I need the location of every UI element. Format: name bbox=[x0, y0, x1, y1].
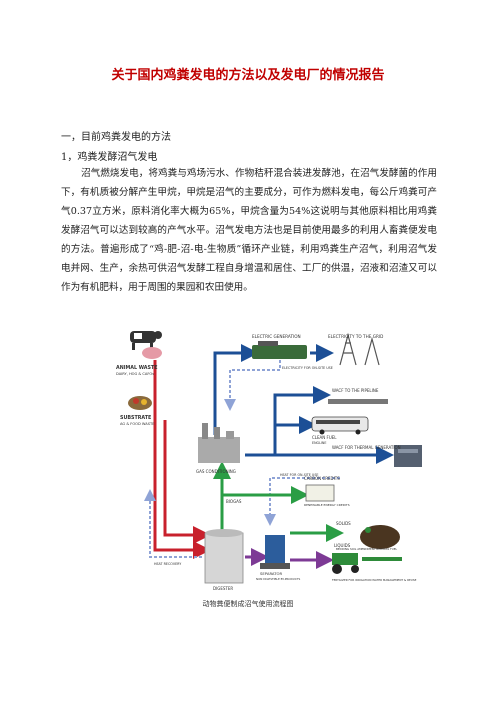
gas-to-generator-line bbox=[213, 344, 259, 435]
pipeline-icon bbox=[328, 399, 388, 404]
solids-pile-icon bbox=[360, 525, 400, 549]
thermal-boiler-icon bbox=[394, 445, 422, 467]
pig-icon bbox=[142, 347, 162, 359]
biogas-label: BIOGAS bbox=[226, 499, 242, 504]
thermal-label: WACF FOR THERMAL GENERATION bbox=[332, 445, 401, 450]
generator-icon bbox=[252, 341, 307, 359]
cow-icon bbox=[130, 331, 162, 350]
liquids-sub-label: FERTILIZER FOR IRRIGATION WATER MANAGEME… bbox=[332, 578, 417, 582]
animal-waste-label: ANIMAL WASTE bbox=[116, 365, 158, 371]
carbon-credits-label: CARBON CREDITS bbox=[304, 476, 340, 481]
gas-conditioning-label: GAS CONDITIONING bbox=[196, 469, 236, 474]
digester-tank-icon bbox=[204, 529, 244, 584]
electricity-onsite-line bbox=[224, 360, 281, 411]
digester-label: DIGESTER bbox=[213, 586, 233, 591]
transmission-tower-icon bbox=[339, 332, 380, 366]
pipeline-label: WACF TO THE PIPELINE bbox=[332, 388, 379, 393]
substrate-sub-label: AG & FOOD WASTE bbox=[120, 422, 155, 426]
biogas-flow-diagram: ANIMAL WASTE DAIRY, HOG & CAFOs SUBSTRAT… bbox=[116, 331, 422, 591]
heat-onsite-line bbox=[264, 477, 340, 526]
food-waste-icon bbox=[128, 396, 152, 410]
clean-fuel-label: CLEAN FUEL bbox=[312, 435, 337, 440]
separator-sub-label: NON DIGESTIBLE BY-PRODUCTS bbox=[256, 577, 300, 581]
separator-icon bbox=[260, 535, 290, 569]
waste-flow-line bbox=[153, 360, 211, 559]
solids-label: SOLIDS bbox=[336, 521, 351, 526]
subsection-heading: 1，鸡粪发酵沼气发电 bbox=[61, 152, 158, 163]
carbon-credits-icon bbox=[305, 484, 335, 502]
section-heading: 一，目前鸡粪发电的方法 bbox=[61, 132, 171, 143]
heat-onsite-label: HEAT FOR ON-SITE USE bbox=[280, 473, 319, 477]
substrate-flow-line bbox=[163, 420, 211, 544]
liquids-label: LIQUIDS bbox=[334, 543, 351, 548]
substrate-label: SUBSTRATE bbox=[120, 415, 151, 421]
figure-caption: 动物粪便制成沼气使用流程图 bbox=[202, 600, 294, 608]
bus-icon bbox=[311, 416, 369, 435]
body-paragraph: 沼气燃烧发电，将鸡粪与鸡场污水、作物秸秆混合装进发酵池，在沼气发酵菌的作用下，有… bbox=[61, 168, 437, 293]
solids-sub-label: BEDDING SOIL AMENDMENT BIOMASS FUEL bbox=[336, 547, 398, 551]
gas-conditioning-icon bbox=[198, 423, 240, 463]
heat-recovery-line bbox=[144, 489, 202, 558]
electricity-onsite-label: ELECTRICITY FOR ON-SITE USE bbox=[282, 366, 333, 370]
carbon-sub-label: RENEWABLE ENERGY CREDITS bbox=[304, 503, 350, 507]
electric-generation-label: ELECTRIC GENERATION bbox=[252, 334, 301, 339]
animal-waste-sub-label: DAIRY, HOG & CAFOs bbox=[116, 372, 154, 376]
electricity-grid-label: ELECTRICITY TO THE GRID bbox=[328, 334, 383, 339]
heat-recovery-label: HEAT RECOVERY bbox=[154, 562, 182, 566]
tractor-icon bbox=[332, 553, 402, 574]
clean-fuel-sub-label: ENGLINE bbox=[312, 441, 326, 445]
page-title: 关于国内鸡粪发电的方法以及发电厂的情况报告 bbox=[111, 68, 385, 83]
separator-label: SEPARATOR bbox=[260, 571, 283, 576]
